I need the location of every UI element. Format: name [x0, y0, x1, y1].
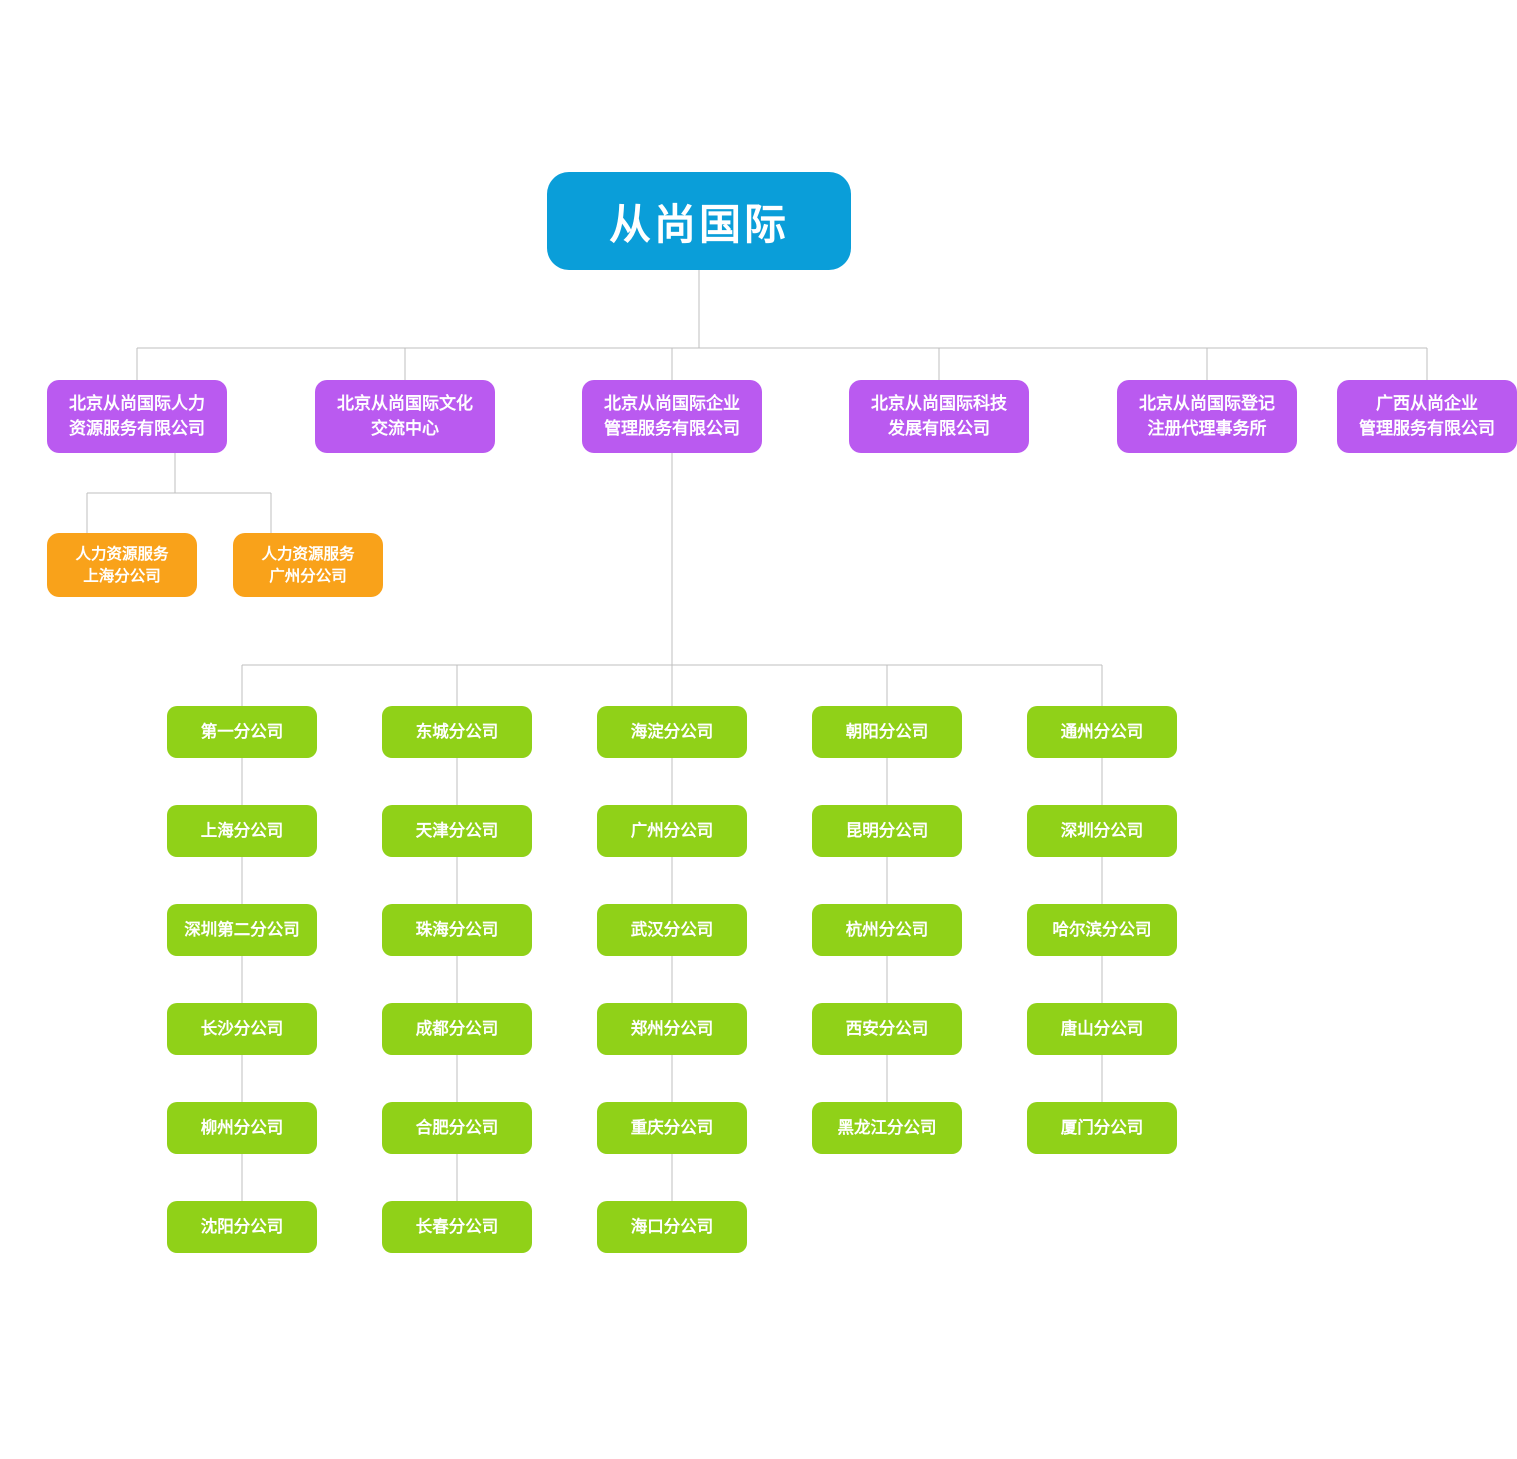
node-guangxi-mgmt-company: 广西从尚企业 管理服务有限公司 [1337, 380, 1517, 453]
level1-connectors [136, 270, 1428, 380]
node-branch-hangzhou: 杭州分公司 [812, 904, 962, 956]
node-branch-heilongjiang: 黑龙江分公司 [812, 1102, 962, 1154]
node-branch-haidian: 海淀分公司 [597, 706, 747, 758]
hr-branch-connectors [86, 453, 272, 533]
node-branch-liuzhou: 柳州分公司 [167, 1102, 317, 1154]
node-hr-shanghai-branch: 人力资源服务 上海分公司 [47, 533, 197, 597]
node-culture-exchange-center: 北京从尚国际文化 交流中心 [315, 380, 495, 453]
column-connectors [241, 758, 1103, 1201]
node-branch-chongqing: 重庆分公司 [597, 1102, 747, 1154]
node-branch-zhuhai: 珠海分公司 [382, 904, 532, 956]
node-branch-tongzhou: 通州分公司 [1027, 706, 1177, 758]
node-branch-hefei: 合肥分公司 [382, 1102, 532, 1154]
node-branch-diyi: 第一分公司 [167, 706, 317, 758]
node-branch-changchun: 长春分公司 [382, 1201, 532, 1253]
node-branch-guangzhou: 广州分公司 [597, 805, 747, 857]
node-branch-kunming: 昆明分公司 [812, 805, 962, 857]
node-hr-guangzhou-branch: 人力资源服务 广州分公司 [233, 533, 383, 597]
node-branch-dongcheng: 东城分公司 [382, 706, 532, 758]
node-root: 从尚国际 [547, 172, 851, 270]
node-branch-wuhan: 武汉分公司 [597, 904, 747, 956]
node-branch-shanghai: 上海分公司 [167, 805, 317, 857]
node-branch-haikou: 海口分公司 [597, 1201, 747, 1253]
node-branch-chaoyang: 朝阳分公司 [812, 706, 962, 758]
node-branch-changsha: 长沙分公司 [167, 1003, 317, 1055]
node-registration-agency: 北京从尚国际登记 注册代理事务所 [1117, 380, 1297, 453]
node-branch-haerbin: 哈尔滨分公司 [1027, 904, 1177, 956]
node-branch-xian: 西安分公司 [812, 1003, 962, 1055]
node-branch-shenzhen2: 深圳第二分公司 [167, 904, 317, 956]
node-branch-chengdu: 成都分公司 [382, 1003, 532, 1055]
enterprise-branch-connectors [241, 453, 1103, 706]
node-tech-development-company: 北京从尚国际科技 发展有限公司 [849, 380, 1029, 453]
node-branch-zhengzhou: 郑州分公司 [597, 1003, 747, 1055]
node-branch-xiamen: 厦门分公司 [1027, 1102, 1177, 1154]
node-enterprise-mgmt-company: 北京从尚国际企业 管理服务有限公司 [582, 380, 762, 453]
node-branch-tangshan: 唐山分公司 [1027, 1003, 1177, 1055]
node-branch-tianjin: 天津分公司 [382, 805, 532, 857]
node-branch-shenyang: 沈阳分公司 [167, 1201, 317, 1253]
node-hr-services-company: 北京从尚国际人力 资源服务有限公司 [47, 380, 227, 453]
node-branch-shenzhen: 深圳分公司 [1027, 805, 1177, 857]
